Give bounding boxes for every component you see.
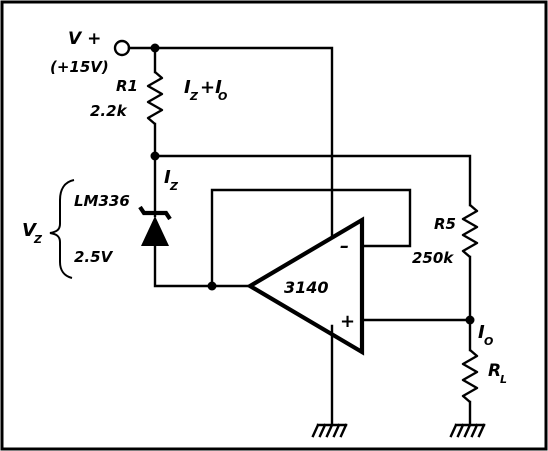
opamp-triangle xyxy=(245,216,365,356)
supply-terminal xyxy=(113,39,131,57)
opamp-plus: + xyxy=(340,311,355,332)
opamp-minus: – xyxy=(340,236,349,257)
r1-name: R1 xyxy=(116,77,138,95)
r5-name: R5 xyxy=(434,215,456,233)
ground-symbol-2 xyxy=(449,423,486,438)
zener-bottom-wire xyxy=(153,244,252,288)
top-rail-wire xyxy=(127,46,334,248)
zener-voltage: 2.5V xyxy=(74,248,114,266)
r1-current-z: Z xyxy=(189,90,199,103)
supply-label: V + xyxy=(68,29,101,49)
zener-current-i: I xyxy=(164,167,171,188)
load-current-o: O xyxy=(484,335,493,348)
r1-value: 2.2k xyxy=(90,102,128,120)
ground-symbol-1 xyxy=(311,423,348,438)
load-current-i: I xyxy=(478,322,485,343)
r1-current-o: O xyxy=(218,90,227,103)
zener-part: LM336 xyxy=(74,192,130,210)
opamp-part: 3140 xyxy=(284,278,329,297)
r5-resistor xyxy=(461,204,479,258)
vz-label: V xyxy=(22,220,38,241)
r1-current-plus-i: +I xyxy=(200,77,222,98)
feedback-wire xyxy=(210,188,412,288)
rl-sub: L xyxy=(500,373,507,386)
zener-bar xyxy=(138,205,172,221)
rl-label: R xyxy=(488,361,501,381)
zener-current-z: Z xyxy=(169,180,179,193)
r5-value: 250k xyxy=(412,249,454,267)
vz-sub: Z xyxy=(33,233,43,246)
junction-top xyxy=(150,43,160,53)
supply-value: (+15V) xyxy=(50,58,109,76)
rl-resistor xyxy=(461,349,479,403)
zener-triangle xyxy=(141,216,169,246)
mid-rail-wire xyxy=(153,154,472,207)
vz-brace xyxy=(49,179,75,279)
r1-current-i: I xyxy=(184,77,191,98)
r1-resistor xyxy=(146,71,164,125)
